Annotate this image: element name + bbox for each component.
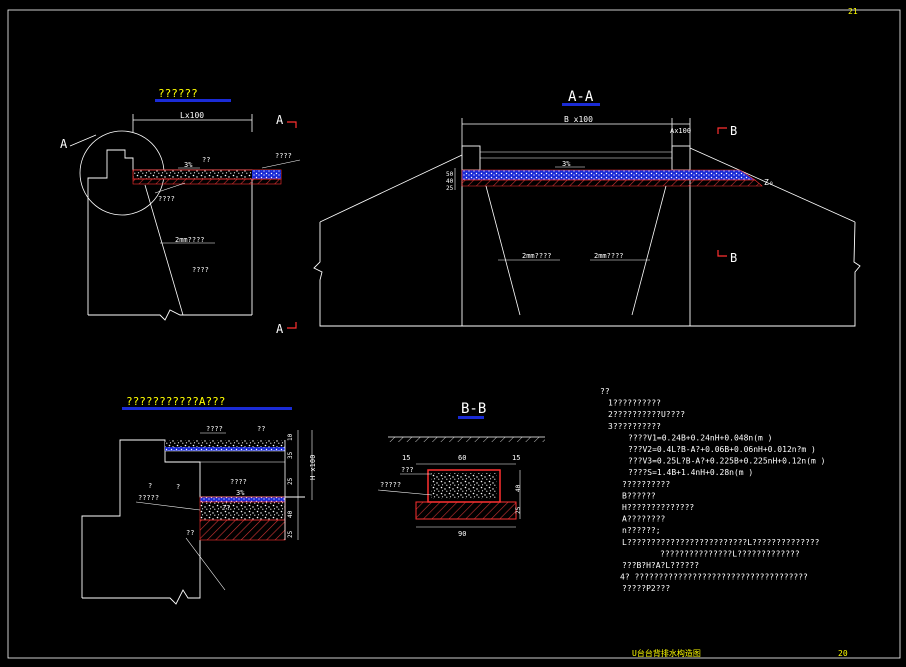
notes-line: 1?????????? (608, 399, 661, 408)
aa-note-2mm-right: 2mm???? (594, 252, 624, 260)
section-aa-title-bar (562, 103, 600, 106)
plan-view-title: ?????? (158, 87, 198, 100)
aa-mark-b-bottom: B (730, 251, 737, 265)
page-number-top: 21 (848, 7, 858, 16)
notes-line: ?? (600, 387, 610, 396)
section-aa: A-A B x100 Ax100 B B 3% 50 40 25 Z₀ (313, 89, 861, 327)
bb-dim-15-right: 15 (512, 454, 520, 462)
section-bb-title: B-B (461, 401, 486, 417)
plan-detail-mark: A (60, 137, 68, 151)
notes-line: ???????????????L????????????? (660, 549, 800, 558)
detail-a: ???????????A??? ???? ?? ???? ? ? ????? 3… (81, 395, 317, 605)
detail-note-mark: ?? (222, 504, 230, 512)
notes-line: A???????? (622, 515, 666, 524)
detail-dim-H: H x100 (309, 455, 317, 480)
aa-note-2mm-left: 2mm???? (522, 252, 552, 260)
aa-mark-b-top: B (730, 124, 737, 138)
title-block-text: U台台背排水构造图 (632, 648, 701, 658)
notes-line: 3?????????? (608, 422, 661, 431)
notes-line: H?????????????? (622, 503, 694, 512)
detail-note-top2: ?? (257, 425, 265, 433)
plan-note-2mm: 2mm???? (175, 236, 205, 244)
section-aa-title: A-A (568, 89, 594, 105)
notes-line: n??????; (622, 526, 661, 535)
bb-dim-90: 90 (458, 530, 466, 538)
notes-line: ?????P2??? (622, 584, 670, 593)
bb-note-2: ????? (380, 481, 401, 489)
notes-line: ????S=1.4B+1.4nH+0.28n(m ) (628, 468, 753, 477)
plan-view: ?????? Lx100 A A A 3% ?? ???? ???? 2mm??… (60, 87, 301, 336)
plan-note-layer: ???? (158, 195, 175, 203)
aa-dim-50: 50 (446, 171, 454, 178)
detail-a-title-bar (122, 407, 292, 410)
page-number-bottom: 20 (838, 649, 848, 658)
aa-dim-25: 25 (446, 185, 454, 192)
bb-dim-25: 25 (515, 506, 522, 514)
detail-a-title: ???????????A??? (126, 395, 225, 408)
aa-dim-40: 40 (446, 178, 454, 185)
plan-dim-L: Lx100 (180, 111, 204, 120)
detail-dim-25a: 25 (287, 477, 294, 485)
plan-section-mark-top: A (276, 113, 284, 127)
plan-slope: 3% (184, 161, 193, 169)
notes-line: L?????????????????????????L?????????????… (622, 538, 820, 547)
detail-dim-35: 35 (287, 451, 294, 459)
detail-note-top1: ???? (206, 425, 223, 433)
section-bb: B-B 15 60 15 ??? ????? 40 25 90 (377, 401, 545, 538)
aa-dim-B: B x100 (564, 115, 593, 124)
plan-section-mark-bottom: A (276, 322, 284, 336)
notes-line: 2??????????U???? (608, 410, 685, 419)
bb-note-1: ??? (401, 466, 414, 474)
detail-note-left2: ? (176, 483, 180, 491)
detail-dim-40: 40 (287, 510, 294, 518)
notes-line: ???B?H?A?L?????? (622, 561, 699, 570)
bb-dim-15-left: 15 (402, 454, 410, 462)
aa-dim-A: Ax100 (670, 127, 691, 135)
plan-note-pq: ?? (202, 156, 210, 164)
detail-note-left3: ????? (138, 494, 159, 502)
plan-view-title-bar (155, 99, 231, 102)
detail-dim-25b: 25 (287, 530, 294, 538)
bb-dim-40: 40 (515, 484, 522, 492)
detail-dim-10: 10 (287, 433, 294, 441)
aa-slope: 3% (562, 160, 571, 168)
detail-note-mid: ???? (230, 478, 247, 486)
notes-line: ?????????? (622, 480, 670, 489)
notes-line: ????V1=0.24B+0.24nH+0.048n(m ) (628, 433, 773, 442)
notes-line: ???V2=0.4L?B-A?+0.06B+0.06nH+0.012n?m ) (628, 445, 816, 454)
notes-line: B?????? (622, 491, 656, 500)
bb-dim-60: 60 (458, 454, 466, 462)
aa-z-label: Z₀ (764, 178, 774, 187)
detail-note-left1: ? (148, 482, 152, 490)
section-bb-title-bar (458, 416, 484, 419)
detail-note-bottom: ?? (186, 529, 194, 537)
notes-block: ?? 1?????????? 2??????????U???? 3??????????… (600, 387, 825, 593)
sheet-frame (7, 9, 901, 659)
plan-note-body: ???? (192, 266, 209, 274)
notes-line: 4? ???????????????????????????????????? (620, 573, 808, 582)
detail-slope: 3% (236, 489, 245, 497)
plan-note-top: ???? (275, 152, 292, 160)
notes-line: ???V3=0.25L?B-A?+0.225B+0.225nH+0.12n(m … (628, 457, 825, 466)
